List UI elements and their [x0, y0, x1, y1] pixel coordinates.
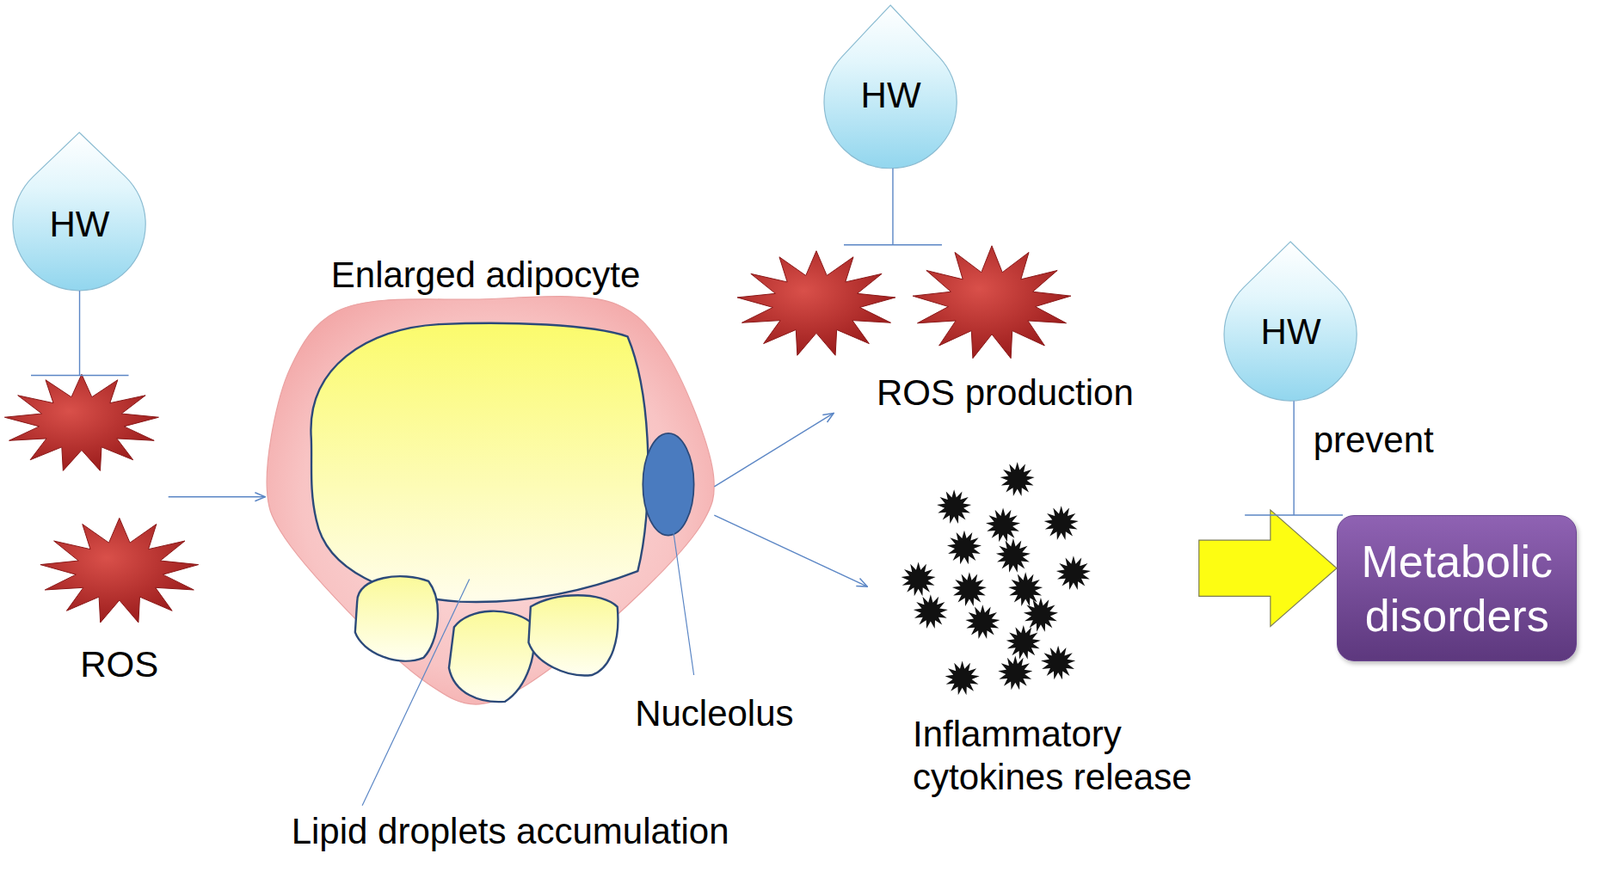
cell-shape — [267, 295, 715, 704]
cytokine-star — [985, 508, 1021, 543]
drop-shape — [824, 5, 957, 169]
node-text: Inflammatory cytokines release — [912, 713, 1210, 800]
outcome-box: Metabolic disorders — [1336, 515, 1577, 662]
cytokine-star — [1023, 597, 1059, 633]
node-text: ROS — [43, 643, 197, 687]
edge-label: prevent — [1313, 418, 1434, 462]
water-drop: HW — [824, 5, 957, 169]
ros-star — [737, 251, 896, 357]
cytokine-star — [1008, 572, 1043, 607]
ros-star — [40, 517, 199, 623]
part-label: Nucleolus — [634, 692, 794, 736]
cytokine-cluster: Inflammatory cytokines release — [867, 464, 1200, 797]
node-text: Metabolic disorders — [1341, 535, 1572, 643]
water-drop: HW — [1224, 241, 1357, 401]
lipid-droplet — [449, 611, 535, 702]
cytokine-star — [952, 572, 987, 607]
inhibition-line — [1292, 400, 1294, 516]
node-text: HW — [18, 203, 141, 247]
cytokine-star — [947, 530, 982, 566]
arrow-line — [168, 496, 266, 498]
cytokine-star — [945, 660, 980, 696]
node-text: Enlarged adipocyte — [266, 253, 706, 297]
cytokine-star — [1006, 625, 1041, 660]
cytokine-star — [1044, 505, 1079, 541]
drop-shape — [1224, 241, 1357, 401]
lipid-droplet — [528, 595, 618, 676]
drop-shape — [12, 132, 146, 291]
cytokine-star — [901, 561, 936, 597]
node-text: HW — [829, 73, 952, 117]
cytokine-star — [936, 489, 972, 524]
block-arrow — [1199, 510, 1337, 627]
cytokine-star — [913, 594, 948, 629]
cytokine-star — [965, 604, 1000, 640]
water-drop: HW — [12, 132, 146, 291]
leader-line — [673, 532, 695, 676]
arrow-line — [713, 515, 868, 587]
lipid-droplet — [355, 576, 438, 661]
ros-star — [4, 374, 159, 471]
inhibition-line — [892, 168, 893, 246]
ros-star — [912, 246, 1071, 359]
node-text: HW — [1229, 309, 1352, 353]
inhibition-line — [79, 290, 80, 376]
cytokine-star — [996, 538, 1031, 573]
cytokine-star — [997, 655, 1033, 690]
leader-line — [362, 579, 470, 807]
cytokine-star — [1000, 461, 1035, 497]
arrow-line — [713, 412, 834, 487]
node-text: ROS production — [851, 370, 1158, 414]
lipid-droplet — [310, 323, 648, 603]
cytokine-cluster-art — [901, 461, 1091, 696]
cytokine-star — [1056, 555, 1091, 591]
cytokine-star — [1040, 646, 1076, 681]
nucleus-shape — [642, 433, 694, 536]
part-label: Lipid droplets accumulation — [291, 810, 730, 854]
